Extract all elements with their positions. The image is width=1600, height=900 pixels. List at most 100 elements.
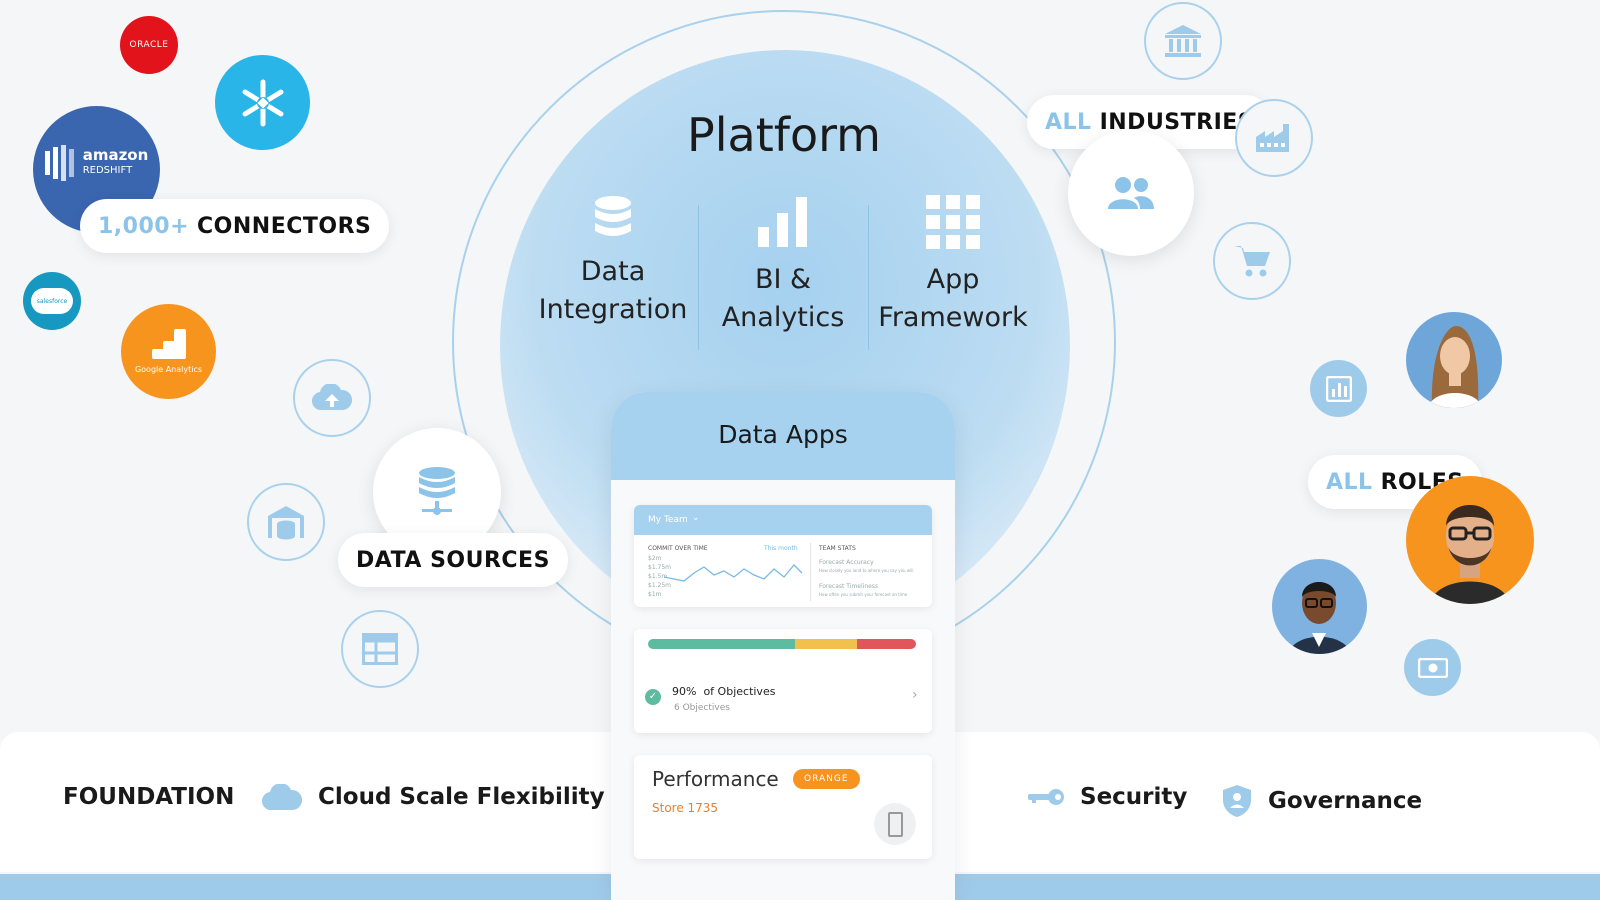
y-ticks: $2m $1.75m $1.5m $1.25m $1m (648, 555, 671, 600)
y-tick: $1.75m (648, 564, 672, 571)
stats-divider (810, 543, 811, 601)
footer-cloud: Cloud Scale Flexibility (262, 784, 605, 810)
amazon-text: amazon (82, 145, 149, 164)
phone-title: Data Apps (718, 420, 848, 449)
redshift-icon (44, 144, 74, 181)
footer-governance: Governance (1222, 784, 1422, 818)
team-card-header[interactable]: My Team ⌄ (634, 505, 932, 535)
commit-label: COMMIT OVER TIME (648, 545, 708, 552)
chart-icon (1325, 375, 1352, 402)
progress-red (857, 639, 916, 649)
people-icon (1108, 177, 1154, 209)
chart-circle (1310, 360, 1367, 417)
man-avatar (1272, 559, 1367, 654)
snowflake-logo (215, 55, 310, 150)
objectives-percent: 90% (672, 685, 697, 698)
pillar-divider (868, 205, 869, 350)
data-sources-badge: DATA SOURCES (338, 533, 568, 587)
check-icon: ✓ (645, 689, 661, 705)
woman-avatar-image (1428, 326, 1482, 408)
objectives-text: of Objectives (703, 685, 776, 698)
connectors-count: 1,000+ (98, 213, 190, 239)
team-card: My Team ⌄ COMMIT OVER TIME This month $2… (634, 505, 932, 607)
industries-highlight: ALL (1045, 109, 1092, 135)
salesforce-logo: salesforce (23, 272, 81, 330)
data-sources-text: DATA SOURCES (356, 547, 550, 573)
stat1-title: Forecast Accuracy (819, 559, 874, 566)
platform-title: Platform (687, 108, 881, 162)
oracle-logo: ORACLE (120, 16, 178, 74)
salesforce-text: salesforce (36, 297, 68, 305)
warehouse-circle (247, 483, 325, 561)
pillar-line1: App (926, 264, 980, 295)
snowflake-icon (242, 79, 283, 126)
grid-icon (926, 195, 980, 249)
foundation-label: FOUNDATION (63, 784, 235, 810)
warehouse-icon (268, 506, 304, 540)
y-tick: $1m (648, 591, 662, 598)
cloud-upload-circle (293, 359, 371, 437)
governance-label: Governance (1268, 788, 1423, 814)
man-glasses-avatar (1406, 476, 1534, 604)
commit-sparkline (664, 564, 803, 582)
table-icon (362, 633, 398, 665)
cart-circle (1213, 222, 1291, 300)
cloud-upload-icon (312, 384, 352, 411)
footer-security: Security (1028, 784, 1187, 810)
progress-green (648, 639, 796, 649)
phone-frame: Data Apps My Team ⌄ COMMIT OVER TIME Thi… (611, 392, 955, 900)
objectives-card[interactable]: ✓ 90% of Objectives 6 Objectives › (634, 629, 932, 733)
pillar-divider (698, 205, 699, 350)
people-circle (1068, 130, 1194, 256)
pillar-line2: Framework (878, 302, 1028, 333)
shield-icon (1223, 785, 1251, 817)
performance-card[interactable]: Performance ORANGE Store 1735 (634, 755, 932, 859)
man-avatar-image (1288, 582, 1351, 654)
progress-yellow (795, 639, 858, 649)
objectives-sub: 6 Objectives (674, 703, 730, 713)
bar-chart-icon (758, 197, 807, 247)
stats-label: TEAM STATS (819, 545, 856, 552)
pillar-line2: Integration (538, 294, 688, 325)
man-glasses-avatar-image (1430, 505, 1510, 604)
chevron-down-icon: ⌄ (692, 513, 700, 523)
redshift-text: REDSHIFT (82, 164, 133, 176)
stat2-desc: How often you submit your forecast on ti… (819, 592, 908, 597)
database-server-icon (419, 467, 455, 515)
database-icon (595, 196, 631, 236)
money-circle (1404, 639, 1461, 696)
connectors-badge: 1,000+ CONNECTORS (80, 199, 390, 253)
pillar-line2: Analytics (721, 302, 845, 333)
orange-badge: ORANGE (793, 769, 860, 789)
pillar-line1: BI & (754, 264, 812, 295)
phone-device-icon (874, 803, 916, 845)
factory-circle (1235, 99, 1313, 177)
bank-icon (1165, 25, 1201, 57)
objectives-line: 90% of Objectives (672, 685, 775, 698)
chevron-right-icon[interactable]: › (912, 687, 918, 703)
factory-icon (1256, 124, 1289, 152)
period-select[interactable]: This month (764, 545, 798, 552)
key-icon (1028, 789, 1064, 805)
google-analytics-logo: Google Analytics (121, 304, 216, 399)
y-tick: $1.25m (648, 582, 672, 589)
store-label: Store 1735 (652, 801, 719, 815)
y-tick: $1.5m (648, 573, 668, 580)
oracle-text: ORACLE (129, 40, 169, 50)
security-label: Security (1080, 784, 1188, 810)
table-circle (341, 610, 419, 688)
progress-bar (648, 639, 916, 649)
connectors-text: CONNECTORS (197, 213, 372, 239)
pillar-bi-analytics: BI & Analytics (698, 195, 868, 337)
cloud-label: Cloud Scale Flexibility (318, 784, 605, 810)
pillar-line1: Data (580, 256, 646, 287)
team-dropdown[interactable]: My Team (648, 515, 688, 525)
google-analytics-icon (151, 329, 186, 359)
bank-circle (1144, 2, 1222, 80)
woman-avatar (1406, 312, 1502, 408)
salesforce-cloud-icon: salesforce (31, 288, 73, 314)
roles-highlight: ALL (1326, 469, 1373, 495)
phone-header (611, 392, 955, 480)
